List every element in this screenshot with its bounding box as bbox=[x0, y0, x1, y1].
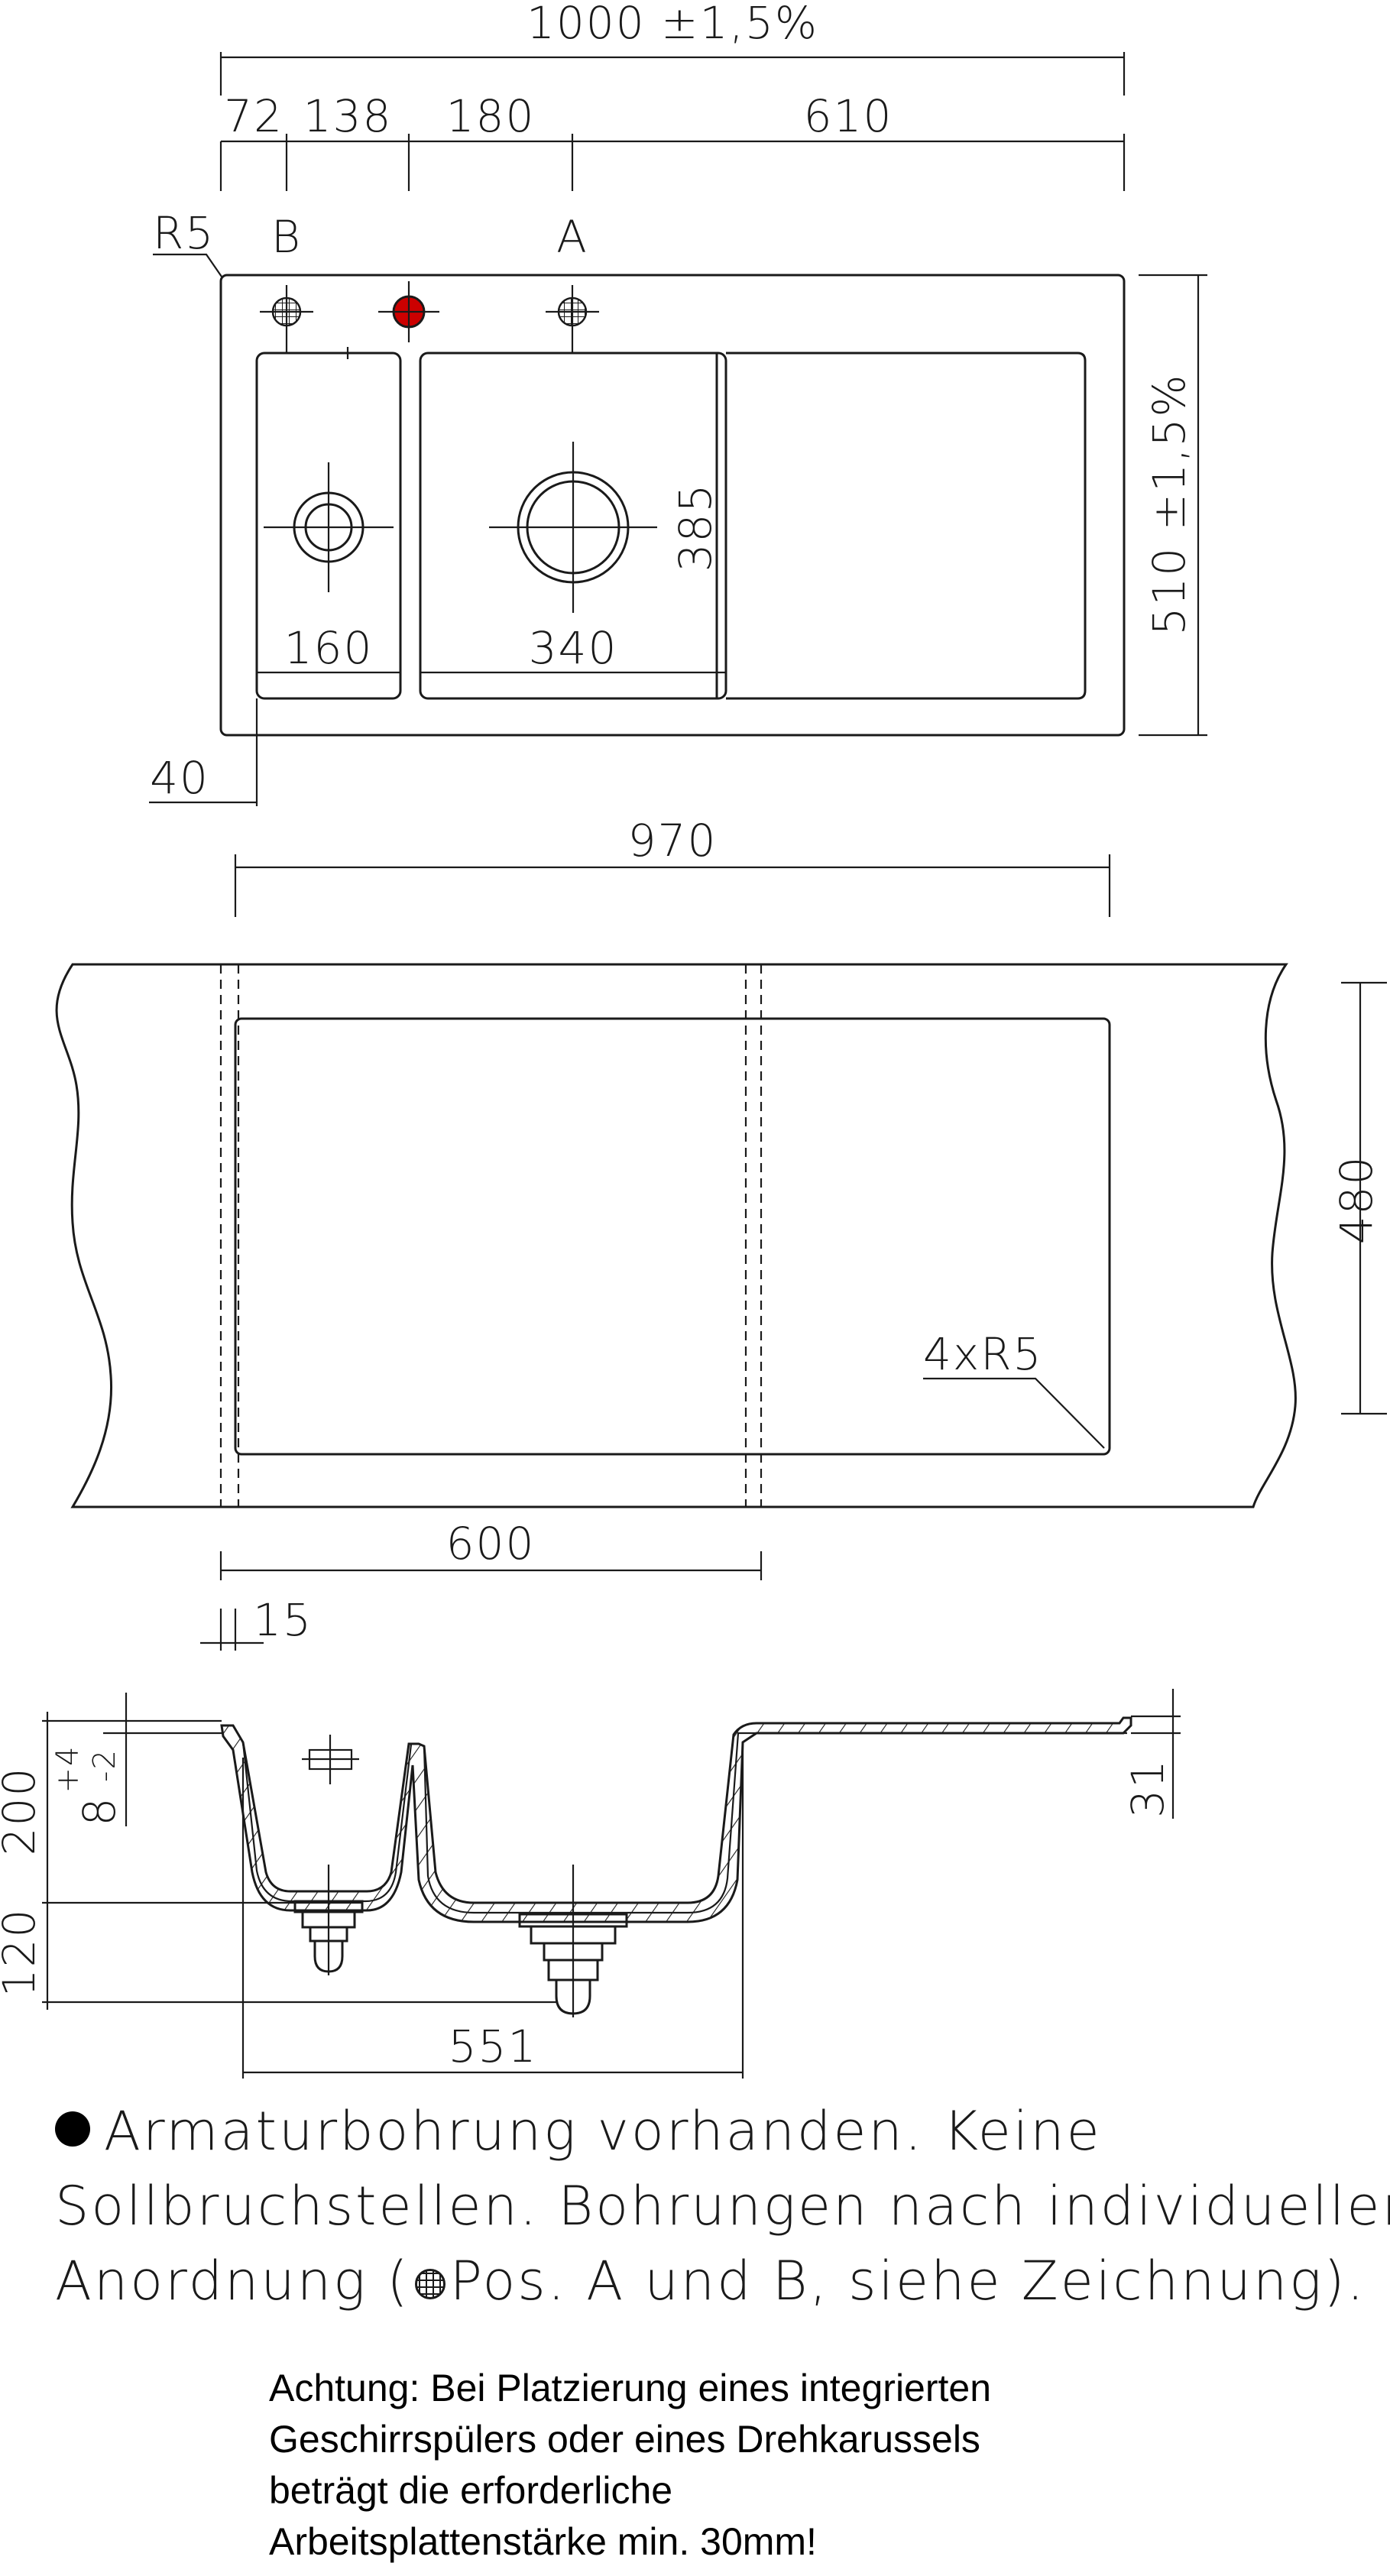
large-drain-assembly bbox=[518, 1865, 628, 2017]
section-view: 200 120 8 +4 -2 31 551 bbox=[0, 1689, 1181, 2079]
tolerance-minus-label: -2 bbox=[87, 1748, 122, 1782]
tap-hole-a bbox=[546, 285, 599, 353]
large-bowl-drain bbox=[489, 442, 657, 613]
dim-160-label: 160 bbox=[284, 622, 374, 674]
tolerance-plus-label: +4 bbox=[50, 1745, 86, 1793]
dim-600-label: 600 bbox=[446, 1518, 536, 1570]
sink-outline bbox=[219, 274, 1126, 737]
dim-340-label: 340 bbox=[529, 622, 618, 674]
dim-970-label: 970 bbox=[628, 815, 718, 867]
corner-radius-label: R5 bbox=[153, 207, 215, 259]
position-b-label: B bbox=[271, 211, 302, 263]
corner-radius-leader bbox=[153, 253, 222, 277]
dim-1000-label: 1000 ±1,5% bbox=[527, 0, 818, 49]
note-line-1-text: Armaturbohrung vorhanden. Keine bbox=[104, 2100, 1102, 2163]
dim-138-label: 138 bbox=[303, 90, 393, 142]
cutout-radius-leader bbox=[923, 1377, 1105, 1449]
worktop-outline bbox=[55, 963, 1297, 1508]
cutout-rect bbox=[234, 1017, 1111, 1456]
position-a-label: A bbox=[556, 211, 588, 263]
worktop-warning: Achtung: Bei Platzierung eines integrier… bbox=[269, 2363, 1262, 2568]
dim-385-label: 385 bbox=[669, 483, 721, 572]
note-line-1: Armaturbohrung vorhanden. Keine bbox=[55, 2094, 1354, 2169]
tap-hole-existing bbox=[378, 281, 439, 342]
top-view: 1000 ±1,5% 72 138 180 610 R5 B A bbox=[149, 0, 1207, 806]
warning-line-1: Achtung: Bei Platzierung eines integrier… bbox=[269, 2367, 992, 2409]
filled-circle-icon bbox=[55, 2111, 90, 2147]
cutout-radius-label: 4xR5 bbox=[923, 1328, 1042, 1380]
drainer-area bbox=[726, 352, 1087, 700]
note-line-3: Anordnung ( Pos. A und B, siehe Zeichnung… bbox=[55, 2244, 1364, 2318]
small-drain-assembly bbox=[293, 1865, 364, 1975]
tap-hole-note: Armaturbohrung vorhanden. Keine Sollbruc… bbox=[55, 2094, 1390, 2318]
dim-15-label: 15 bbox=[253, 1594, 313, 1646]
dim-120-label: 120 bbox=[0, 1908, 45, 1998]
tolerance-8-label: 8 bbox=[73, 1797, 125, 1826]
cutout-view: 970 480 4xR5 600 15 bbox=[55, 815, 1387, 1651]
dim-40-label: 40 bbox=[150, 752, 209, 804]
note-line-2: Sollbruchstellen. Bohrungen nach individ… bbox=[55, 2175, 1390, 2237]
dim-31-label: 31 bbox=[1122, 1758, 1174, 1818]
dim-overall-width: 1000 ±1,5% bbox=[219, 0, 1126, 96]
grid-circle-icon bbox=[414, 2269, 446, 2299]
dim-551-label: 551 bbox=[449, 2020, 538, 2072]
note-line-3-pre: Anordnung ( bbox=[55, 2250, 410, 2312]
dim-610-label: 610 bbox=[804, 90, 893, 142]
dim-480-label: 480 bbox=[1330, 1155, 1382, 1245]
section-body bbox=[220, 1716, 1132, 1923]
dim-510-label: 510 ±1,5% bbox=[1143, 373, 1195, 635]
dim-200-label: 200 bbox=[0, 1767, 45, 1856]
small-bowl-drain bbox=[264, 462, 394, 592]
note-line-3-post: Pos. A und B, siehe Zeichnung). bbox=[449, 2250, 1366, 2312]
dim-72-label: 72 bbox=[224, 90, 284, 142]
dim-180-label: 180 bbox=[446, 90, 536, 142]
warning-line-2: Geschirrspülers oder eines Drehkarussels bbox=[269, 2418, 980, 2461]
small-bowl bbox=[255, 352, 402, 700]
warning-line-3: beträgt die erforderliche bbox=[269, 2469, 673, 2512]
warning-line-4: Arbeitsplattenstärke min. 30mm! bbox=[269, 2520, 817, 2563]
dim-segments: 72 138 180 610 bbox=[219, 90, 1126, 191]
tap-hole-b bbox=[260, 285, 313, 353]
